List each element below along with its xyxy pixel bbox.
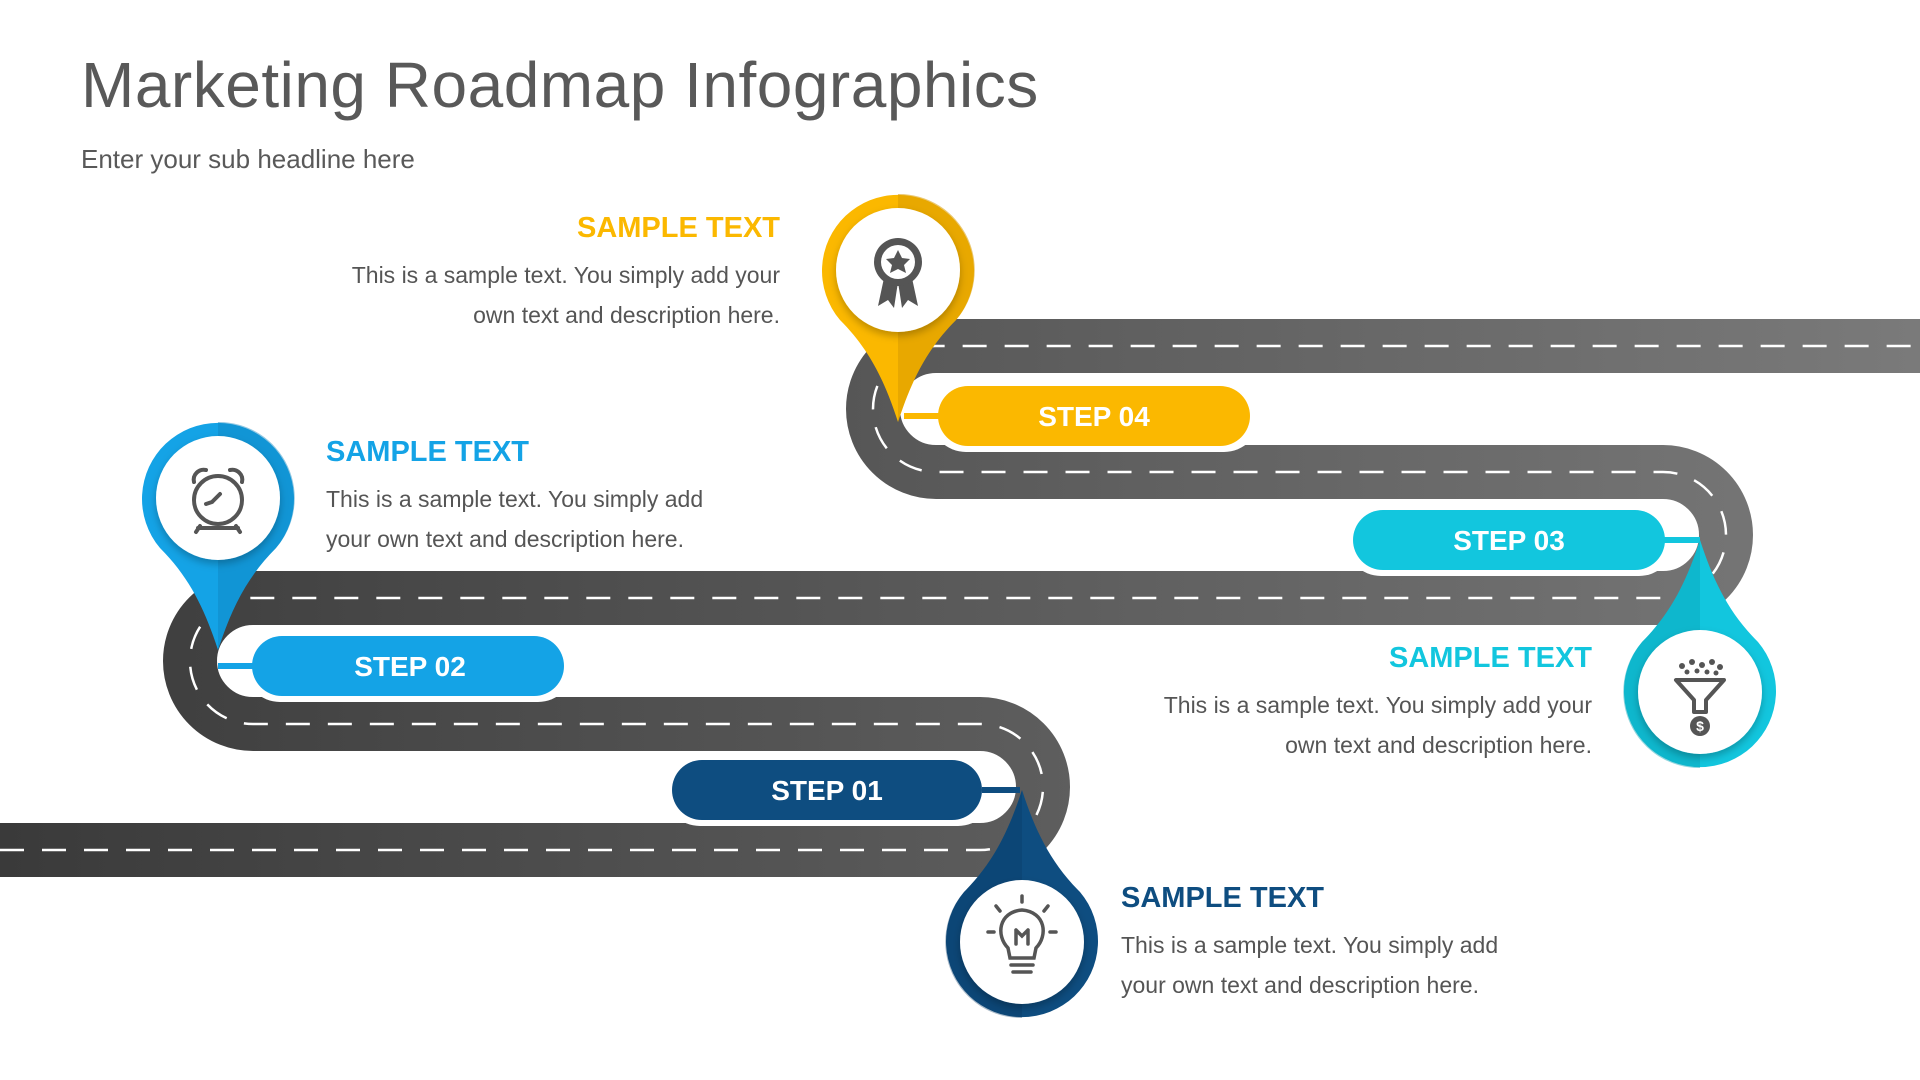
- step-04-label: STEP 04: [1038, 401, 1150, 432]
- step-04-heading: SAMPLE TEXT: [576, 212, 780, 244]
- step-02-pill: STEP 02: [218, 630, 574, 702]
- step-03-pill: STEP 03: [1345, 504, 1700, 576]
- step-01-label: STEP 01: [771, 775, 883, 806]
- road: [0, 319, 1920, 877]
- step-03-label: STEP 03: [1453, 525, 1565, 556]
- page-title: Marketing Roadmap Infographics: [81, 49, 1039, 121]
- step-03-description: SAMPLE TEXT This is a sample text. You s…: [1132, 642, 1592, 765]
- step-03-body: This is a sample text. You simply add yo…: [1163, 692, 1592, 758]
- step-01-heading: SAMPLE TEXT: [1121, 882, 1325, 914]
- step-04-pill-fill: [938, 386, 1250, 446]
- step-01-description: SAMPLE TEXT This is a sample text. You s…: [1121, 882, 1541, 1005]
- step-04-description: SAMPLE TEXT This is a sample text. You s…: [320, 212, 780, 335]
- step-02-marker: [142, 421, 295, 650]
- svg-text:$: $: [1696, 718, 1704, 734]
- step-04-pill: STEP 04: [904, 380, 1260, 452]
- step-02-label: STEP 02: [354, 651, 466, 682]
- step-03-pill-fill: [1353, 510, 1665, 570]
- lightbulb-icon: [986, 894, 1058, 974]
- step-02-heading: SAMPLE TEXT: [326, 436, 530, 468]
- step-02-description: SAMPLE TEXT This is a sample text. You s…: [326, 436, 746, 559]
- step-01-body: This is a sample text. You simply add yo…: [1121, 932, 1499, 998]
- step-03-heading: SAMPLE TEXT: [1388, 642, 1592, 674]
- step-02-body: This is a sample text. You simply add yo…: [326, 486, 704, 552]
- step-01-pill-fill: [672, 760, 982, 820]
- step-02-pill-fill: [252, 636, 564, 696]
- step-04-body: This is a sample text. You simply add yo…: [351, 262, 780, 328]
- step-03-marker: $: [1623, 540, 1776, 769]
- alarm-clock-icon: [191, 467, 245, 534]
- road-lane-markings: [0, 344, 1920, 852]
- step-01-pill: STEP 01: [664, 754, 1020, 826]
- step-01-marker: [945, 790, 1098, 1019]
- award-ribbon-icon: [874, 238, 922, 308]
- funnel-dollar-icon: $: [1674, 659, 1726, 736]
- page-subtitle: Enter your sub headline here: [81, 144, 415, 174]
- step-04-marker: [821, 193, 975, 422]
